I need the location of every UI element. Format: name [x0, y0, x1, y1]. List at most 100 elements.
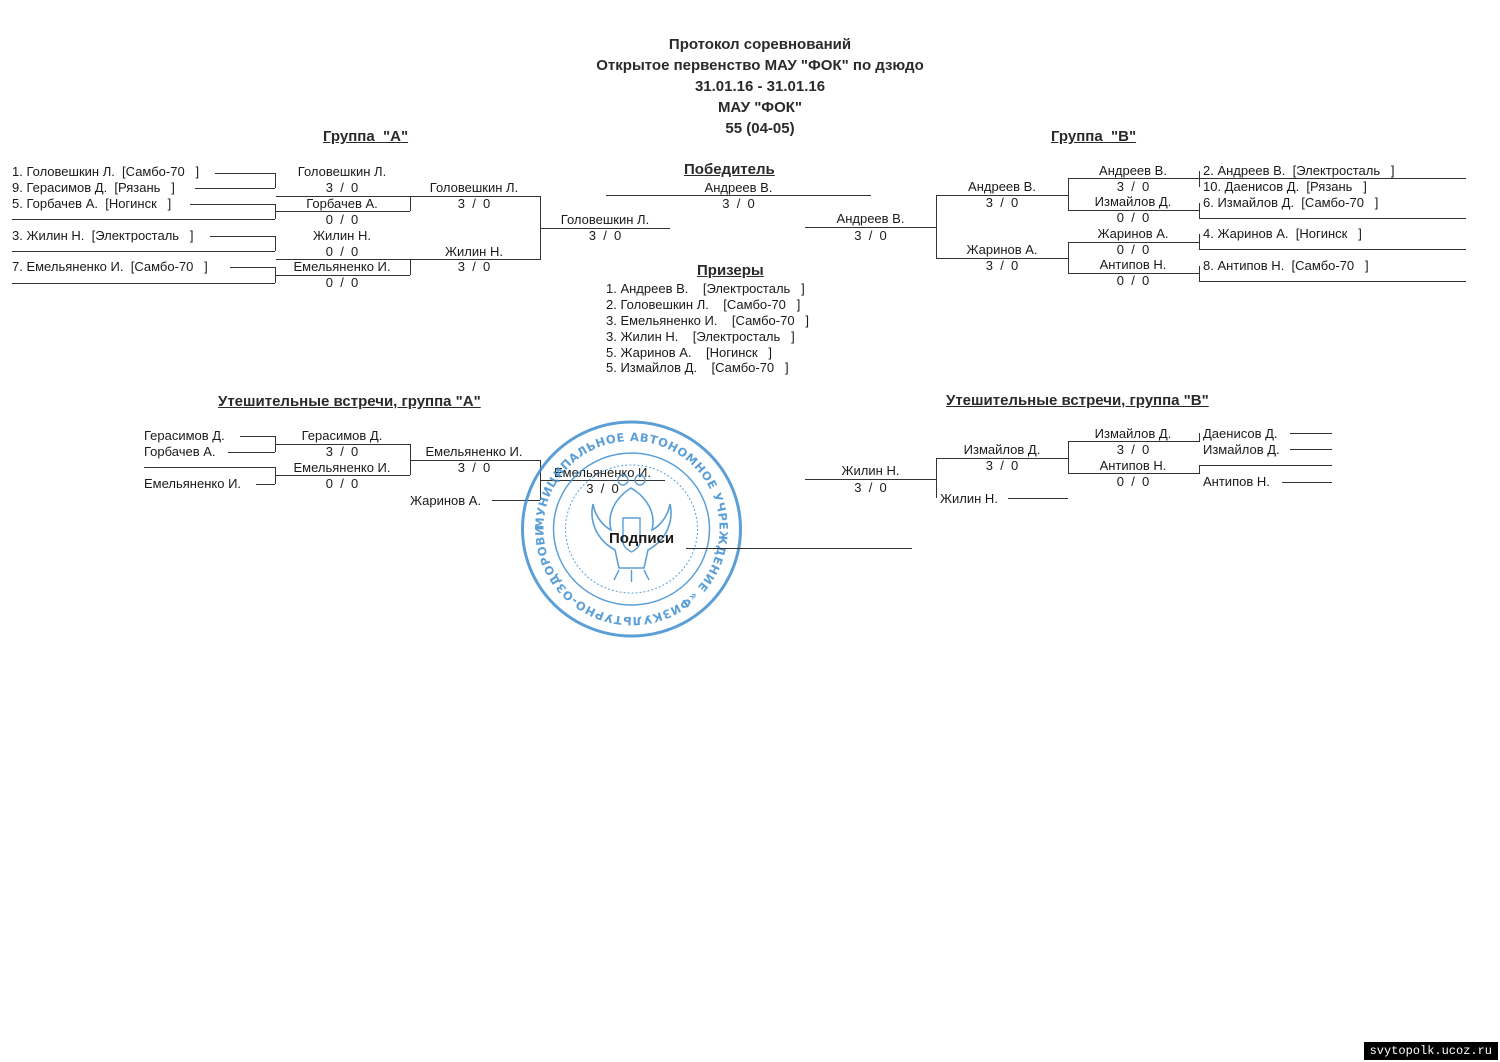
group-a-r1-name: Жилин Н.: [313, 228, 371, 243]
bracket-line: [1068, 242, 1199, 243]
bracket-line: [1290, 449, 1332, 450]
bracket-line: [276, 259, 410, 260]
group-a-r1-score: 0 / 0: [325, 275, 359, 290]
bracket-line: [276, 211, 410, 212]
consolation-b-r3-entry: Жилин Н.: [940, 491, 998, 506]
winner-name: Андреев В.: [704, 180, 773, 195]
group-a-entry: 7. Емельяненко И. [Самбо-70 ]: [12, 259, 208, 274]
bracket-line: [410, 259, 540, 260]
bracket-line: [1199, 178, 1466, 179]
consolation-b-title: Утешительные встречи, группа "В": [946, 392, 1209, 409]
bracket-line: [1199, 203, 1200, 218]
group-b-r1-score: 3 / 0: [1116, 179, 1150, 194]
group-a-entry: 3. Жилин Н. [Электросталь ]: [12, 228, 194, 243]
consolation-b-final-score: 3 / 0: [854, 480, 887, 495]
bracket-line: [936, 458, 1068, 459]
protocol-title: Протокол соревнований: [668, 36, 852, 53]
group-b-r2-score: 3 / 0: [985, 195, 1019, 210]
group-b-r2-name: Жаринов А.: [966, 242, 1038, 257]
consolation-a-entry: Горбачев А.: [144, 444, 216, 459]
bracket-line: [215, 173, 275, 174]
bracket-line: [936, 458, 937, 498]
prize-item: 3. Емельяненко И. [Самбо-70 ]: [606, 313, 810, 328]
consolation-b-r2-name: Измайлов Д.: [963, 442, 1041, 457]
bracket-line: [190, 204, 275, 205]
consolation-b-r1-score: 0 / 0: [1116, 474, 1150, 489]
bracket-line: [410, 196, 540, 197]
weight-category: 55 (04-05): [725, 120, 795, 137]
bracket-line: [240, 436, 275, 437]
bracket-line: [410, 259, 411, 275]
group-b-r1-name: Жаринов А.: [1097, 226, 1169, 241]
consolation-a-final-score: 3 / 0: [586, 481, 619, 496]
bracket-line: [1199, 218, 1466, 219]
consolation-b-final-name: Жилин Н.: [841, 463, 900, 478]
bracket-line: [1068, 210, 1199, 211]
bracket-line: [540, 480, 665, 481]
consolation-b-entry: Измайлов Д.: [1203, 442, 1280, 457]
consolation-b-entry: Антипов Н.: [1203, 474, 1270, 489]
group-b-r1-name: Антипов Н.: [1099, 257, 1167, 272]
group-b-r2-name: Андреев В.: [968, 179, 1036, 194]
group-a-r1-score: 0 / 0: [325, 244, 359, 259]
consolation-a-r2-score: 3 / 0: [457, 460, 491, 475]
bracket-line: [275, 204, 276, 219]
bracket-line: [1008, 498, 1068, 499]
bracket-line: [1068, 273, 1199, 274]
group-a-r2-score: 3 / 0: [457, 196, 491, 211]
group-b-title: Группа "В": [1051, 128, 1137, 145]
winner-title: Победитель: [684, 161, 775, 178]
group-a-r2-name: Жилин Н.: [445, 244, 503, 259]
winner-score: 3 / 0: [722, 196, 755, 211]
consolation-a-r1-score: 0 / 0: [325, 476, 359, 491]
bracket-line: [1199, 249, 1466, 250]
bracket-line: [1282, 482, 1332, 483]
bracket-line: [275, 475, 410, 476]
group-a-r1-name: Емельяненко И.: [293, 259, 391, 274]
bracket-line: [1199, 171, 1200, 187]
bracket-line: [275, 173, 276, 188]
consolation-a-r1-name: Герасимов Д.: [301, 428, 383, 443]
consolation-b-r1-score: 3 / 0: [1116, 442, 1150, 457]
bracket-line: [12, 219, 275, 220]
consolation-a-title: Утешительные встречи, группа "А": [218, 393, 481, 410]
group-b-final-score: 3 / 0: [854, 228, 887, 243]
group-a-r1-score: 3 / 0: [325, 180, 359, 195]
consolation-a-r1-score: 3 / 0: [325, 444, 359, 459]
bracket-line: [276, 196, 410, 197]
prizes-title: Призеры: [697, 262, 764, 279]
competition-name: Открытое первенство МАУ "ФОК" по дзюдо: [596, 57, 924, 74]
bracket-line: [1068, 178, 1069, 210]
group-b-entry: 4. Жаринов А. [Ногинск ]: [1203, 226, 1362, 241]
consolation-b-r2-score: 3 / 0: [985, 458, 1019, 473]
group-b-r1-score: 0 / 0: [1116, 210, 1150, 225]
stamp-ring-text: МУНИЦИПАЛЬНОЕ АВТОНОМНОЕ УЧРЕЖДЕНИЕ «ФИЗ…: [519, 418, 730, 628]
prize-item: 5. Измайлов Д. [Самбо-70 ]: [606, 360, 789, 375]
group-b-entry: 10. Даенисов Д. [Рязань ]: [1203, 179, 1367, 194]
prize-item: 5. Жаринов А. [Ногинск ]: [606, 345, 773, 360]
group-b-r1-name: Измайлов Д.: [1094, 194, 1172, 209]
group-a-entry: 9. Герасимов Д. [Рязань ]: [12, 180, 175, 195]
bracket-line: [275, 267, 276, 283]
consolation-a-entry: Герасимов Д.: [144, 428, 225, 443]
bracket-line: [276, 275, 410, 276]
bracket-line: [1199, 433, 1200, 442]
group-b-entry: 2. Андреев В. [Электросталь ]: [1203, 163, 1395, 178]
group-b-r1-score: 0 / 0: [1116, 273, 1150, 288]
group-b-r1-score: 0 / 0: [1116, 242, 1150, 257]
bracket-line: [144, 467, 275, 468]
bracket-line: [195, 188, 275, 189]
stamp-text: МУНИЦИПАЛЬНОЕ АВТОНОМНОЕ УЧРЕЖДЕНИЕ «ФИЗ…: [519, 418, 731, 628]
consolation-b-r1-name: Антипов Н.: [1099, 458, 1167, 473]
group-b-entry: 8. Антипов Н. [Самбо-70 ]: [1203, 258, 1369, 273]
bracket-line: [606, 195, 871, 196]
bracket-line: [1290, 433, 1332, 434]
bracket-line: [230, 267, 275, 268]
prize-item: 1. Андреев В. [Электросталь ]: [606, 281, 805, 296]
group-a-final-name: Головешкин Л.: [560, 212, 650, 227]
bracket-line: [410, 444, 411, 475]
bracket-line: [256, 484, 275, 485]
bracket-line: [210, 236, 275, 237]
bracket-line: [1068, 242, 1069, 273]
group-b-r1-name: Андреев В.: [1099, 163, 1167, 178]
